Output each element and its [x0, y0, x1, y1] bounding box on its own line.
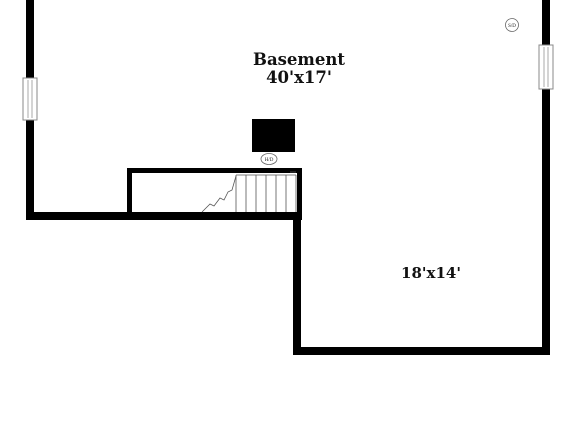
- stair-enclosure: [127, 168, 302, 218]
- room-name: Basement: [253, 50, 345, 69]
- window-right: [538, 44, 554, 90]
- stair-wall-right: [297, 168, 302, 218]
- hd-badge: H/D: [260, 153, 278, 165]
- wall-right: [542, 0, 550, 355]
- stair-wall-left: [127, 168, 132, 218]
- hd-label: H/D: [265, 158, 274, 163]
- hvac-block: [252, 119, 295, 152]
- stairs: [201, 171, 297, 213]
- wall-bottom: [293, 347, 550, 355]
- wall-step-vertical: [293, 212, 301, 355]
- room-dimensions-main: 40'x17': [266, 68, 332, 87]
- sd-label: S/D: [508, 24, 516, 29]
- room-dimensions-extension: 18'x14': [401, 264, 461, 282]
- wall-mid-horizontal: [26, 212, 302, 220]
- stair-wall-top: [127, 168, 302, 173]
- window-left: [22, 77, 38, 121]
- smoke-detector-icon: S/D: [505, 18, 519, 32]
